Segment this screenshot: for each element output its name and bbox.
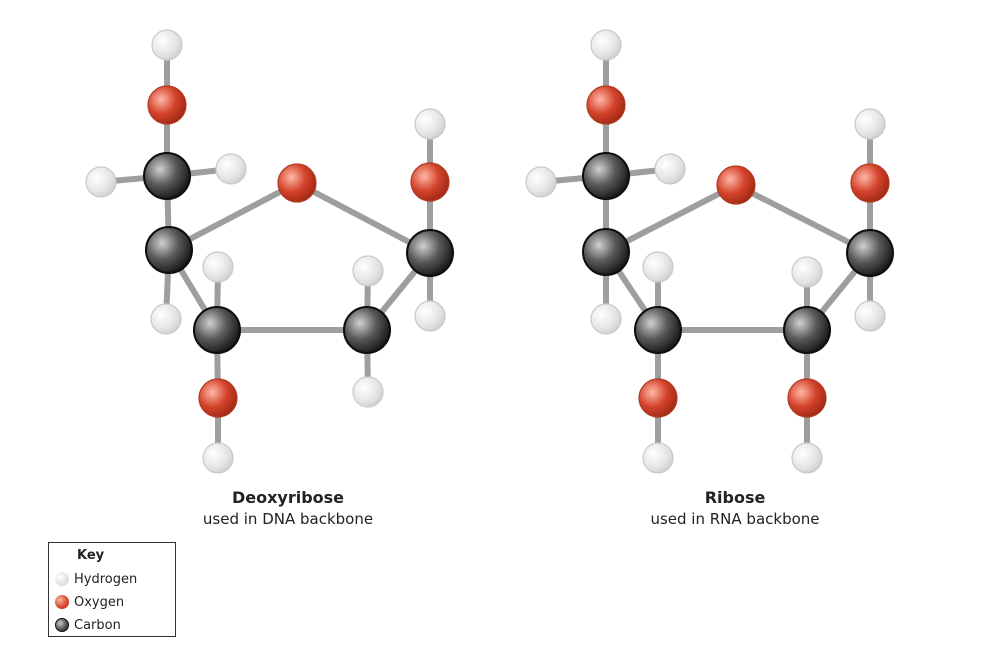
atoms-layer <box>85 29 894 474</box>
deoxyribose-hydrogen-atom <box>414 108 446 140</box>
ribose-carbon-atom <box>634 306 682 354</box>
ribose-hydrogen-atom <box>854 108 886 140</box>
deoxyribose-carbon-atom <box>193 306 241 354</box>
ribose-hydrogen-atom <box>854 300 886 332</box>
deoxyribose-hydrogen-atom <box>414 300 446 332</box>
ribose-oxygen-atom <box>716 165 756 205</box>
key-label-hydrogen: Hydrogen <box>74 571 138 587</box>
deoxyribose-hydrogen-atom <box>352 255 384 287</box>
ribose-hydrogen-atom <box>590 303 622 335</box>
legend-key: Key Hydrogen Oxygen Carbon <box>48 542 176 637</box>
ribose-title: Ribose <box>704 488 766 507</box>
ribose-hydrogen-atom <box>642 251 674 283</box>
ribose-hydrogen-atom <box>525 166 557 198</box>
ribose-carbon-atom <box>783 306 831 354</box>
ribose-oxygen-atom <box>638 378 678 418</box>
ribose-oxygen-atom <box>850 163 890 203</box>
deoxyribose-description: used in DNA backbone <box>202 510 374 528</box>
deoxyribose-oxygen-atom <box>147 85 187 125</box>
deoxyribose-hydrogen-atom <box>151 29 183 61</box>
ribose-bond <box>603 182 739 255</box>
oxygen-swatch-icon <box>55 595 69 609</box>
key-item-carbon: Carbon <box>55 615 121 635</box>
deoxyribose-oxygen-atom <box>277 163 317 203</box>
deoxyribose-bond <box>294 180 433 256</box>
ribose-hydrogen-atom <box>642 442 674 474</box>
ribose-carbon-atom <box>582 228 630 276</box>
deoxyribose-carbon-atom <box>343 306 391 354</box>
ribose-hydrogen-atom <box>791 256 823 288</box>
ribose-carbon-atom <box>582 152 630 200</box>
ribose-carbon-atom <box>846 229 894 277</box>
deoxyribose-title: Deoxyribose <box>231 488 345 507</box>
key-label-carbon: Carbon <box>74 617 121 633</box>
key-title: Key <box>77 548 105 563</box>
deoxyribose-carbon-atom <box>145 226 193 274</box>
key-label-oxygen: Oxygen <box>74 594 125 610</box>
deoxyribose-hydrogen-atom <box>352 376 384 408</box>
ribose-bond <box>733 182 873 256</box>
deoxyribose-hydrogen-atom <box>202 442 234 474</box>
deoxyribose-hydrogen-atom <box>215 153 247 185</box>
deoxyribose-carbon-atom <box>143 152 191 200</box>
deoxyribose-oxygen-atom <box>410 162 450 202</box>
deoxyribose-oxygen-atom <box>198 378 238 418</box>
carbon-swatch-icon <box>55 618 69 632</box>
deoxyribose-carbon-atom <box>406 229 454 277</box>
ribose-description: used in RNA backbone <box>650 510 820 528</box>
key-item-hydrogen: Hydrogen <box>55 569 137 589</box>
ribose-caption: Ribose used in RNA backbone <box>615 487 855 529</box>
ribose-hydrogen-atom <box>654 153 686 185</box>
ribose-oxygen-atom <box>586 85 626 125</box>
deoxyribose-bond <box>166 180 300 253</box>
deoxyribose-hydrogen-atom <box>150 303 182 335</box>
deoxyribose-caption: Deoxyribose used in DNA backbone <box>168 487 408 529</box>
ribose-oxygen-atom <box>787 378 827 418</box>
key-item-oxygen: Oxygen <box>55 592 124 612</box>
hydrogen-swatch-icon <box>55 572 69 586</box>
ribose-hydrogen-atom <box>791 442 823 474</box>
deoxyribose-hydrogen-atom <box>202 251 234 283</box>
ribose-hydrogen-atom <box>590 29 622 61</box>
deoxyribose-hydrogen-atom <box>85 166 117 198</box>
